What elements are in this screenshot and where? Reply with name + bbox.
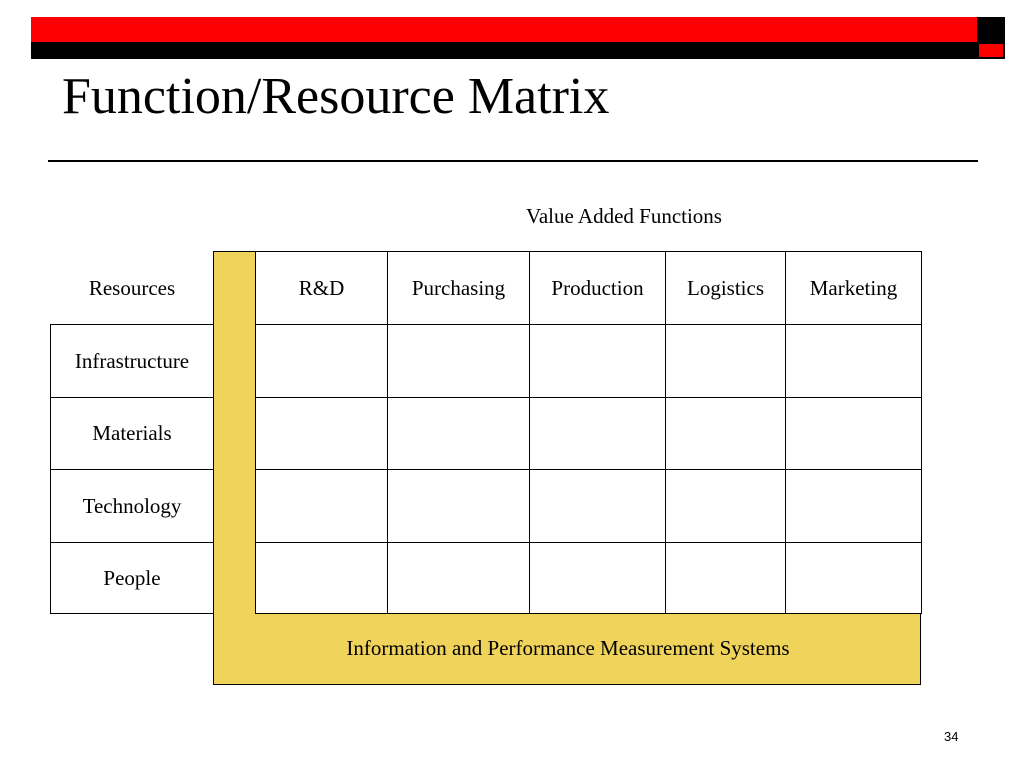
matrix-cell xyxy=(255,324,388,398)
matrix-cell xyxy=(529,542,666,614)
matrix-cell xyxy=(785,542,922,614)
matrix-cell xyxy=(529,324,666,398)
page-number: 34 xyxy=(944,729,959,744)
matrix-cell xyxy=(387,542,530,614)
matrix-cell xyxy=(665,542,786,614)
matrix-cell xyxy=(665,469,786,543)
matrix-cell xyxy=(529,397,666,470)
matrix-cell xyxy=(785,469,922,543)
function-header-production: Production xyxy=(529,251,666,325)
header-corner-black-block xyxy=(977,17,1005,42)
function-header-marketing: Marketing xyxy=(785,251,922,325)
matrix-cell xyxy=(785,324,922,398)
matrix-cell xyxy=(387,469,530,543)
value-added-functions-label: Value Added Functions xyxy=(526,204,722,228)
resource-row-people: People xyxy=(50,542,214,614)
header-red-bar xyxy=(31,17,977,42)
matrix-cell xyxy=(387,397,530,470)
systems-label: Information and Performance Measurement … xyxy=(346,636,790,660)
header-corner-red-block xyxy=(977,42,1005,59)
function-header-purchasing: Purchasing xyxy=(387,251,530,325)
matrix-cell xyxy=(529,469,666,543)
matrix-cell xyxy=(255,469,388,543)
resource-row-technology: Technology xyxy=(50,469,214,543)
resource-row-materials: Materials xyxy=(50,397,214,470)
title-divider xyxy=(48,160,978,162)
function-header-rd: R&D xyxy=(255,251,388,325)
matrix-cell xyxy=(387,324,530,398)
resource-row-infrastructure: Infrastructure xyxy=(50,324,214,398)
header-black-bar xyxy=(31,42,977,59)
function-header-logistics: Logistics xyxy=(665,251,786,325)
systems-band-bottom: Information and Performance Measurement … xyxy=(213,613,921,685)
matrix-cell xyxy=(255,397,388,470)
resources-header: Resources xyxy=(88,275,176,300)
matrix-cell xyxy=(665,397,786,470)
matrix-cell xyxy=(785,397,922,470)
matrix-cell xyxy=(255,542,388,614)
slide-title: Function/Resource Matrix xyxy=(62,68,610,125)
systems-band-vertical xyxy=(213,251,255,615)
matrix-cell xyxy=(665,324,786,398)
